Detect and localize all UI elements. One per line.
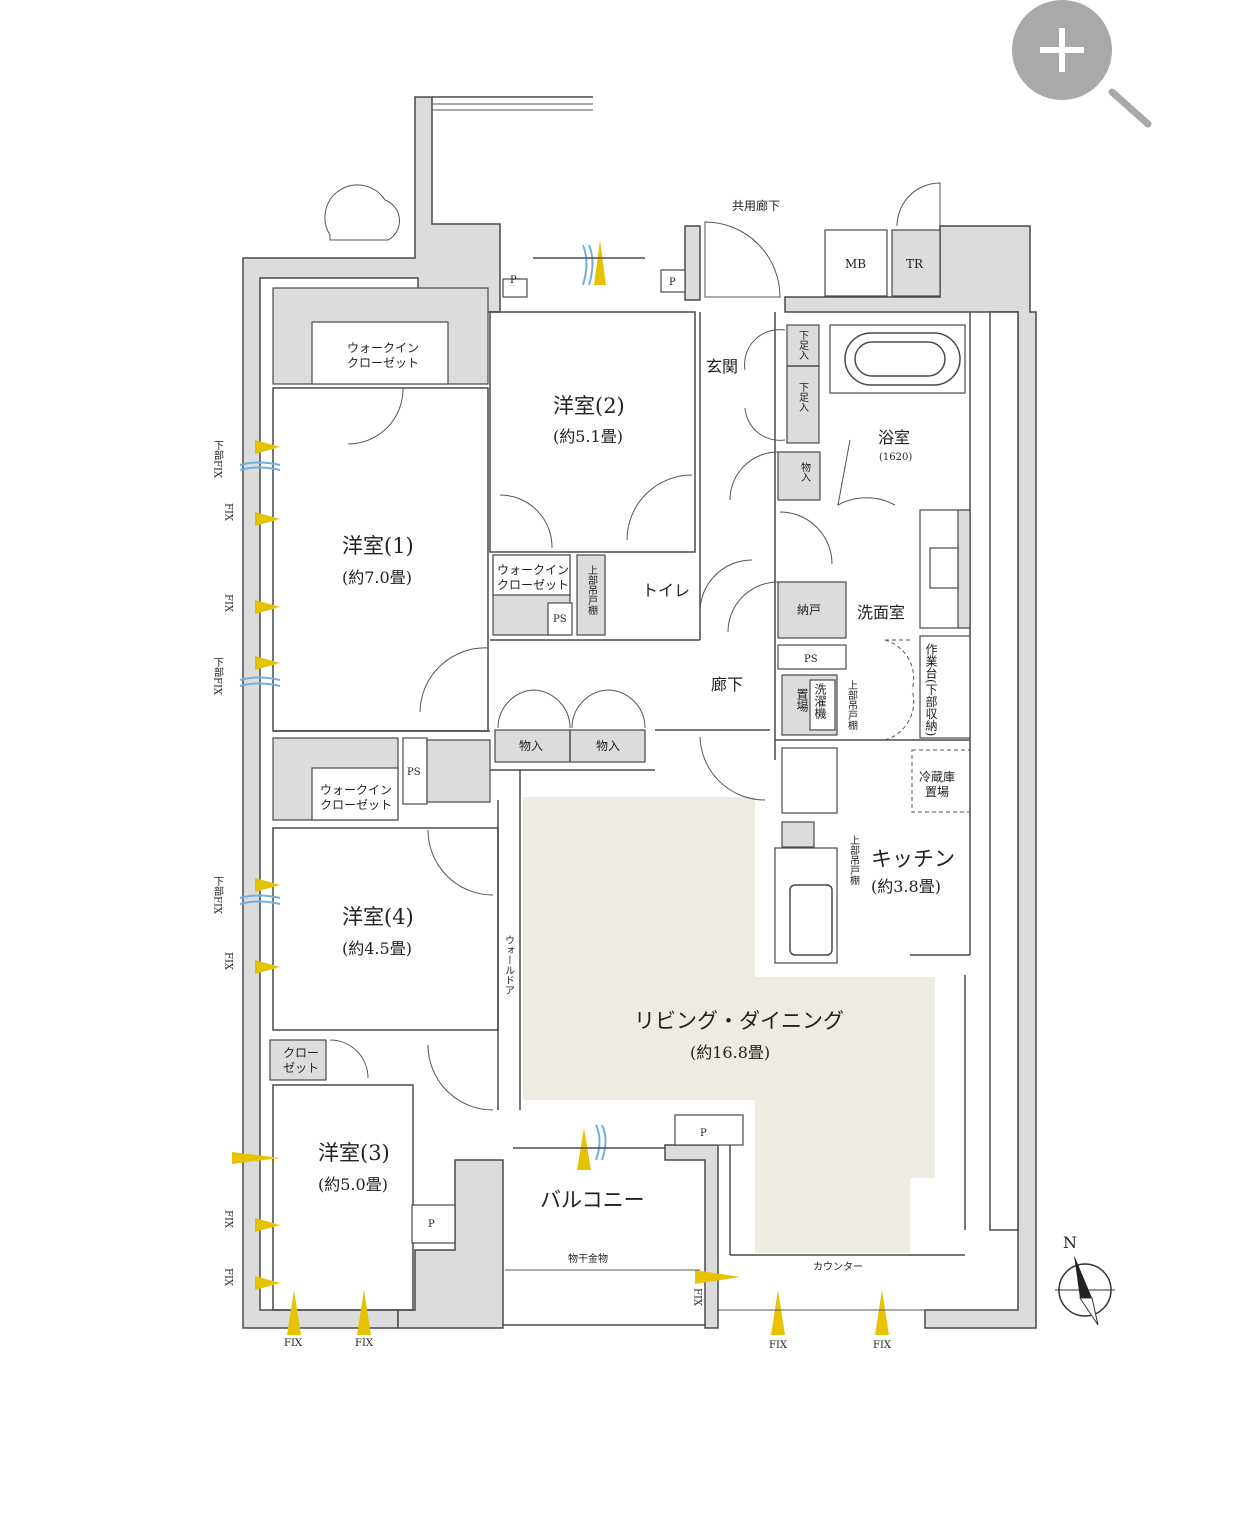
label-balcony: バルコニー [540, 1188, 645, 1212]
label-fix-1: FIX [284, 1338, 303, 1349]
label-room-1: 洋室(1) [342, 534, 414, 558]
walls [242, 96, 1037, 1329]
label-room-2-size: (約5.1畳) [553, 427, 623, 446]
label-fix-5: FIX [223, 503, 234, 522]
label-north: N [1063, 1233, 1077, 1252]
label-shoe-storage-2: 下足入 [797, 382, 809, 412]
label-fridge-2: 置場 [925, 785, 949, 799]
label-closet-2: ゼット [283, 1061, 319, 1075]
label-wic-top-1: ウォークイン [347, 341, 419, 355]
label-tr: TR [906, 257, 924, 271]
label-storage-1: 物入 [519, 739, 543, 753]
label-ps: PS [553, 614, 567, 625]
label-wic-low-1: ウォークイン [320, 783, 392, 797]
label-fix-2: FIX [355, 1338, 374, 1349]
label-fix-3: FIX [769, 1340, 788, 1351]
label-washroom: 洗面室 [857, 603, 905, 622]
label-p-3: P [510, 275, 517, 286]
label-ps-2: PS [804, 654, 818, 665]
label-wic-mid-2: クローゼット [497, 578, 569, 592]
label-ps-3: PS [407, 767, 421, 778]
label-counter: カウンター [813, 1261, 863, 1273]
north-compass-icon: N [1055, 1233, 1115, 1326]
doors [324, 182, 941, 1111]
label-shoe-storage-1: 下足入 [797, 330, 809, 360]
label-room-4: 洋室(4) [342, 905, 414, 929]
label-fix-lower-3: 下部FIX [212, 876, 224, 915]
label-bath-size: (1620) [879, 452, 912, 463]
label-living-size: (約16.8畳) [690, 1043, 770, 1062]
label-fix-lower-2: 下部FIX [212, 657, 224, 696]
label-p-4: P [669, 277, 676, 288]
partitions [272, 311, 971, 1311]
closets [269, 229, 971, 1244]
label-fix-6: FIX [223, 594, 234, 613]
label-p-1: P [428, 1219, 435, 1230]
label-drying-hardware: 物干金物 [568, 1252, 608, 1265]
labels: 共用廊下 MB TR 玄関 下足入 下足入 浴室 (1620) 物入 洋室(2)… [212, 198, 956, 1351]
label-upper-shelf: 上部吊戸棚 [846, 680, 858, 731]
label-fix-10: FIX [692, 1288, 703, 1307]
label-toilet-shelf: 上部吊戸棚 [586, 565, 598, 616]
label-fix-9: FIX [223, 1268, 234, 1287]
label-genkan: 玄関 [706, 357, 738, 376]
label-room-2: 洋室(2) [553, 394, 625, 418]
label-washer-1: 洗濯機 [813, 683, 827, 719]
label-nando: 納戸 [797, 603, 821, 617]
label-wall-door: ウォールドア [503, 935, 515, 995]
label-common-corridor: 共用廊下 [732, 198, 780, 213]
label-mb: MB [845, 257, 866, 271]
living-floor [523, 797, 935, 1253]
label-room-1-size: (約7.0畳) [342, 568, 412, 587]
label-room-3-size: (約5.0畳) [318, 1175, 388, 1194]
label-fridge-1: 冷蔵庫 [919, 770, 955, 784]
label-worktable: 作業台(下部収納) [924, 643, 938, 737]
label-p-2: P [700, 1128, 707, 1139]
label-wic-mid-1: ウォークイン [497, 563, 569, 577]
label-room-3: 洋室(3) [318, 1141, 390, 1165]
label-fix-8: FIX [223, 1210, 234, 1229]
label-wic-low-2: クローゼット [320, 798, 392, 812]
label-fix-4: FIX [873, 1340, 892, 1351]
label-kitchen-shelf: 上部吊戸棚 [848, 835, 860, 886]
label-storage-2: 物入 [596, 739, 620, 753]
label-washer-2: 置場 [795, 688, 809, 713]
label-closet-1: クロー [283, 1046, 319, 1060]
window-markers [232, 240, 925, 1335]
label-toilet: トイレ [642, 581, 690, 600]
label-room-4-size: (約4.5畳) [342, 939, 412, 958]
label-fix-7: FIX [223, 952, 234, 971]
label-living: リビング・ダイニング [634, 1009, 844, 1033]
zoom-in-button[interactable] [1000, 0, 1160, 140]
label-bath: 浴室 [878, 428, 910, 447]
label-kitchen: キッチン [871, 847, 955, 871]
label-storage: 物入 [799, 461, 811, 482]
label-corridor: 廊下 [711, 675, 743, 694]
label-fix-lower-1: 下部FIX [212, 440, 224, 479]
zoom-in-icon [1012, 0, 1152, 128]
label-kitchen-size: (約3.8畳) [871, 877, 941, 896]
label-wic-top-2: クローゼット [347, 356, 419, 370]
